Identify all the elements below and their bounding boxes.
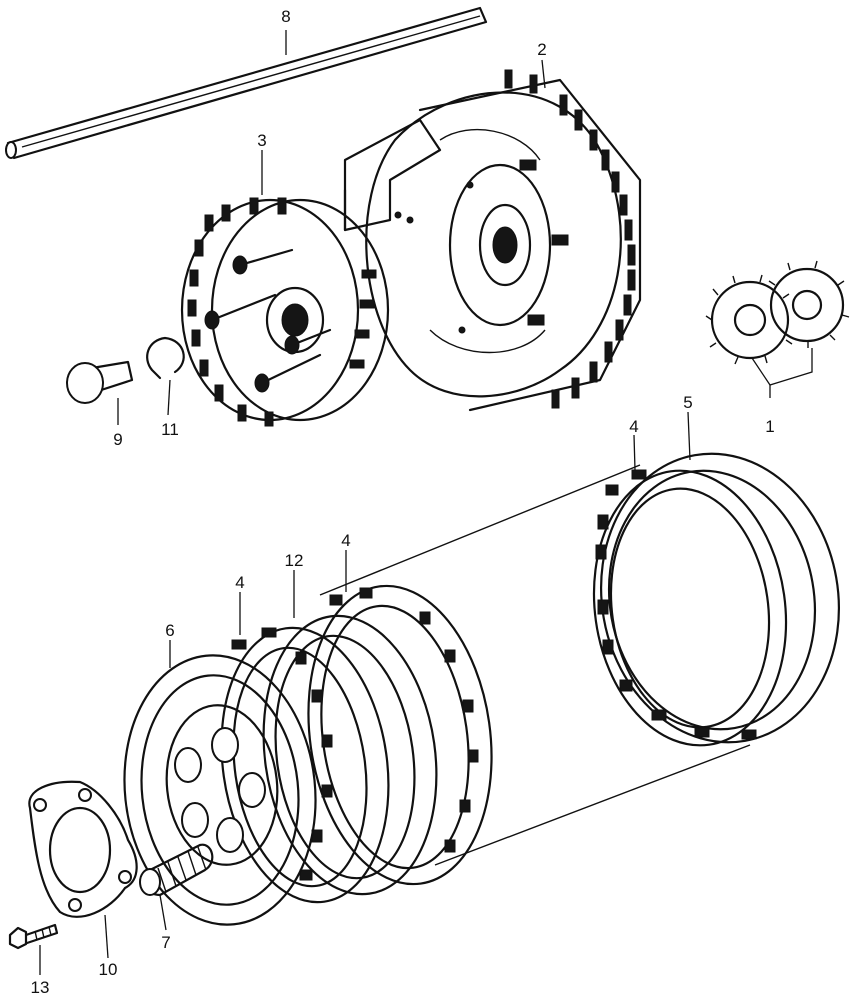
friction-disc-icon — [220, 626, 390, 904]
pushrod-icon — [5, 6, 488, 160]
lifter-rod-cap-icon — [66, 360, 134, 404]
snap-ring-icon — [146, 336, 185, 380]
callout-1: 1 — [765, 417, 774, 436]
callout-12: 12 — [285, 551, 304, 570]
clutch-spring-icon — [139, 843, 214, 897]
leader-lines — [39, 30, 813, 975]
guide-lines — [319, 464, 751, 866]
bolt-icon — [8, 923, 59, 950]
callout-7: 7 — [161, 933, 170, 952]
friction-disc-icon — [592, 469, 788, 747]
callout-8: 10 — [99, 960, 118, 979]
callout-11: 11 — [161, 420, 179, 439]
callout-9: 9 — [113, 430, 122, 449]
primary-drive-gear-pair-icon — [705, 260, 850, 365]
callout-5: 5 — [683, 393, 692, 412]
callout-13: 13 — [31, 978, 50, 997]
clutch-center-hub-icon — [180, 197, 390, 427]
callout-6: 6 — [165, 621, 174, 640]
clutch-plate-icon — [599, 452, 841, 744]
clutch-outer-basket-icon — [343, 69, 642, 412]
callout-numbers: 8 2 3 1 9 11 5 4 4 12 4 6 7 10 13 — [31, 7, 775, 997]
callout-4-upper: 4 — [629, 417, 638, 436]
callout-4-lower: 4 — [235, 573, 244, 592]
callout-10: 8 — [281, 7, 290, 26]
pressure-plate-icon — [123, 654, 317, 926]
callout-3: 3 — [257, 131, 266, 150]
callout-4-middle: 4 — [341, 531, 350, 550]
lifter-plate-icon — [28, 780, 138, 918]
callout-2: 2 — [537, 40, 546, 59]
